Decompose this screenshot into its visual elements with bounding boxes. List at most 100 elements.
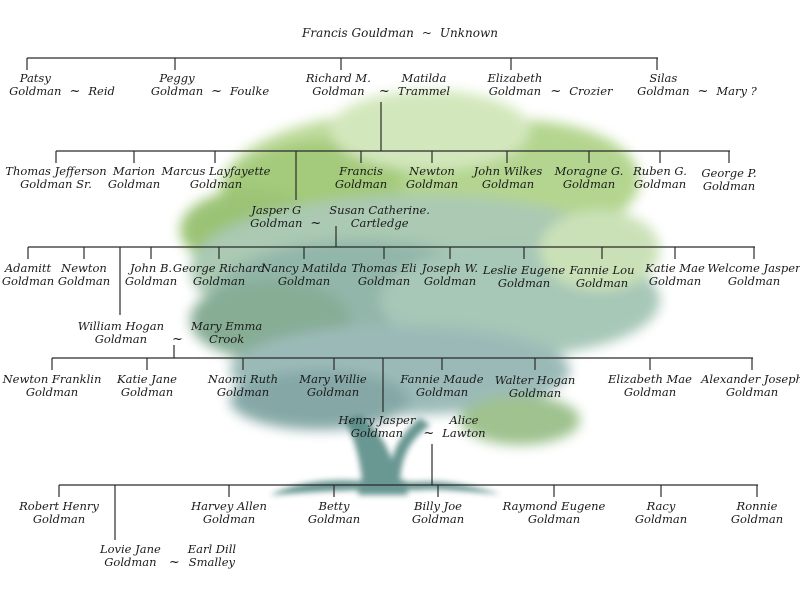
name-text: Alice (449, 413, 479, 427)
name-text: Crozier (569, 84, 613, 98)
name-text: Billy Joe (414, 499, 462, 513)
name-text: Robert Henry (19, 499, 99, 513)
name-text: Goldman (648, 274, 702, 288)
name-text: Thomas Jefferson (5, 164, 107, 178)
name-text: Goldman (623, 385, 677, 399)
name-text: Goldman (725, 385, 779, 399)
name-text: Henry Jasper (338, 413, 416, 427)
name-text: John B. (129, 261, 173, 275)
name-text: Goldman (277, 274, 331, 288)
name-text: Goldman (250, 216, 303, 230)
name-text: Peggy (159, 71, 195, 85)
name-text: Katie Jane (117, 372, 177, 386)
name-text: Betty (318, 499, 350, 513)
name-text: Adamitt (4, 261, 52, 275)
name-text: Elizabeth (487, 71, 543, 85)
name-text: Richard M. (305, 71, 371, 85)
name-text: Joseph W. (421, 261, 479, 275)
person-john-b-goldman: John B.Goldman (125, 262, 177, 288)
name-text: Goldman (562, 177, 616, 191)
name-text: Crook (209, 332, 245, 346)
name-text: Goldman (216, 385, 270, 399)
name-text: Goldman (57, 274, 111, 288)
marriage-separator: ~ (421, 26, 432, 40)
person-name-block: Susan Catherine.Cartledge (329, 204, 430, 230)
name-text: Fannie Maude (400, 372, 484, 386)
name-text: Goldman (481, 177, 535, 191)
marriage-separator: ~ (550, 84, 562, 99)
name-text: George P. (701, 166, 757, 180)
name-text: Goldman (508, 386, 562, 400)
name-text: Susan Catherine. (329, 203, 430, 217)
name-text: Silas (649, 71, 678, 85)
name-text: Walter Hogan (494, 373, 576, 387)
name-text: Thomas Eli (351, 261, 417, 275)
person-joseph-w-goldman: Joseph W.Goldman (422, 262, 478, 288)
marriage-separator: ~ (172, 332, 183, 347)
name-text: Goldman (415, 385, 469, 399)
marriage-separator: ~ (168, 555, 180, 570)
name-text: William Hogan (77, 319, 165, 333)
name-text: Goldman (150, 84, 204, 98)
name-text: Moragne G. (554, 164, 624, 178)
name-text: Naomi Ruth (207, 372, 279, 386)
name-text: Goldman (306, 385, 360, 399)
root-spouse-name: Unknown (439, 26, 498, 40)
name-text: Goldman (104, 555, 157, 569)
person-ruben-g-goldman: Ruben G.Goldman (633, 165, 687, 191)
name-text: Goldman (637, 84, 690, 98)
name-text: Goldman (488, 84, 542, 98)
marriage-separator: ~ (378, 84, 390, 99)
person-george-p-goldman: George P.Goldman (701, 167, 756, 193)
name-text: Goldman (1, 274, 55, 288)
name-text: Mary ? (716, 84, 757, 98)
person-moragne-g-goldman: Moragne G.Goldman (555, 165, 624, 191)
name-text: Goldman (192, 274, 246, 288)
name-text: Cartledge (350, 216, 409, 230)
marriage-separator: ~ (310, 216, 322, 231)
name-text: Lawton (442, 426, 486, 440)
name-text: Mary Emma (190, 319, 263, 333)
name-text: Goldman (405, 177, 459, 191)
name-text: Goldman (202, 512, 256, 526)
name-text: Jasper G (251, 203, 302, 217)
name-text: Trammel (397, 84, 451, 98)
name-text: Newton (61, 261, 107, 275)
name-text: Goldman (423, 274, 477, 288)
name-text: Goldman (9, 84, 62, 98)
name-text: Harvey Allen (191, 499, 267, 513)
name-text: Goldman (730, 512, 784, 526)
name-text: Leslie Eugene (482, 263, 566, 277)
name-text: Elizabeth Mae (608, 372, 692, 386)
